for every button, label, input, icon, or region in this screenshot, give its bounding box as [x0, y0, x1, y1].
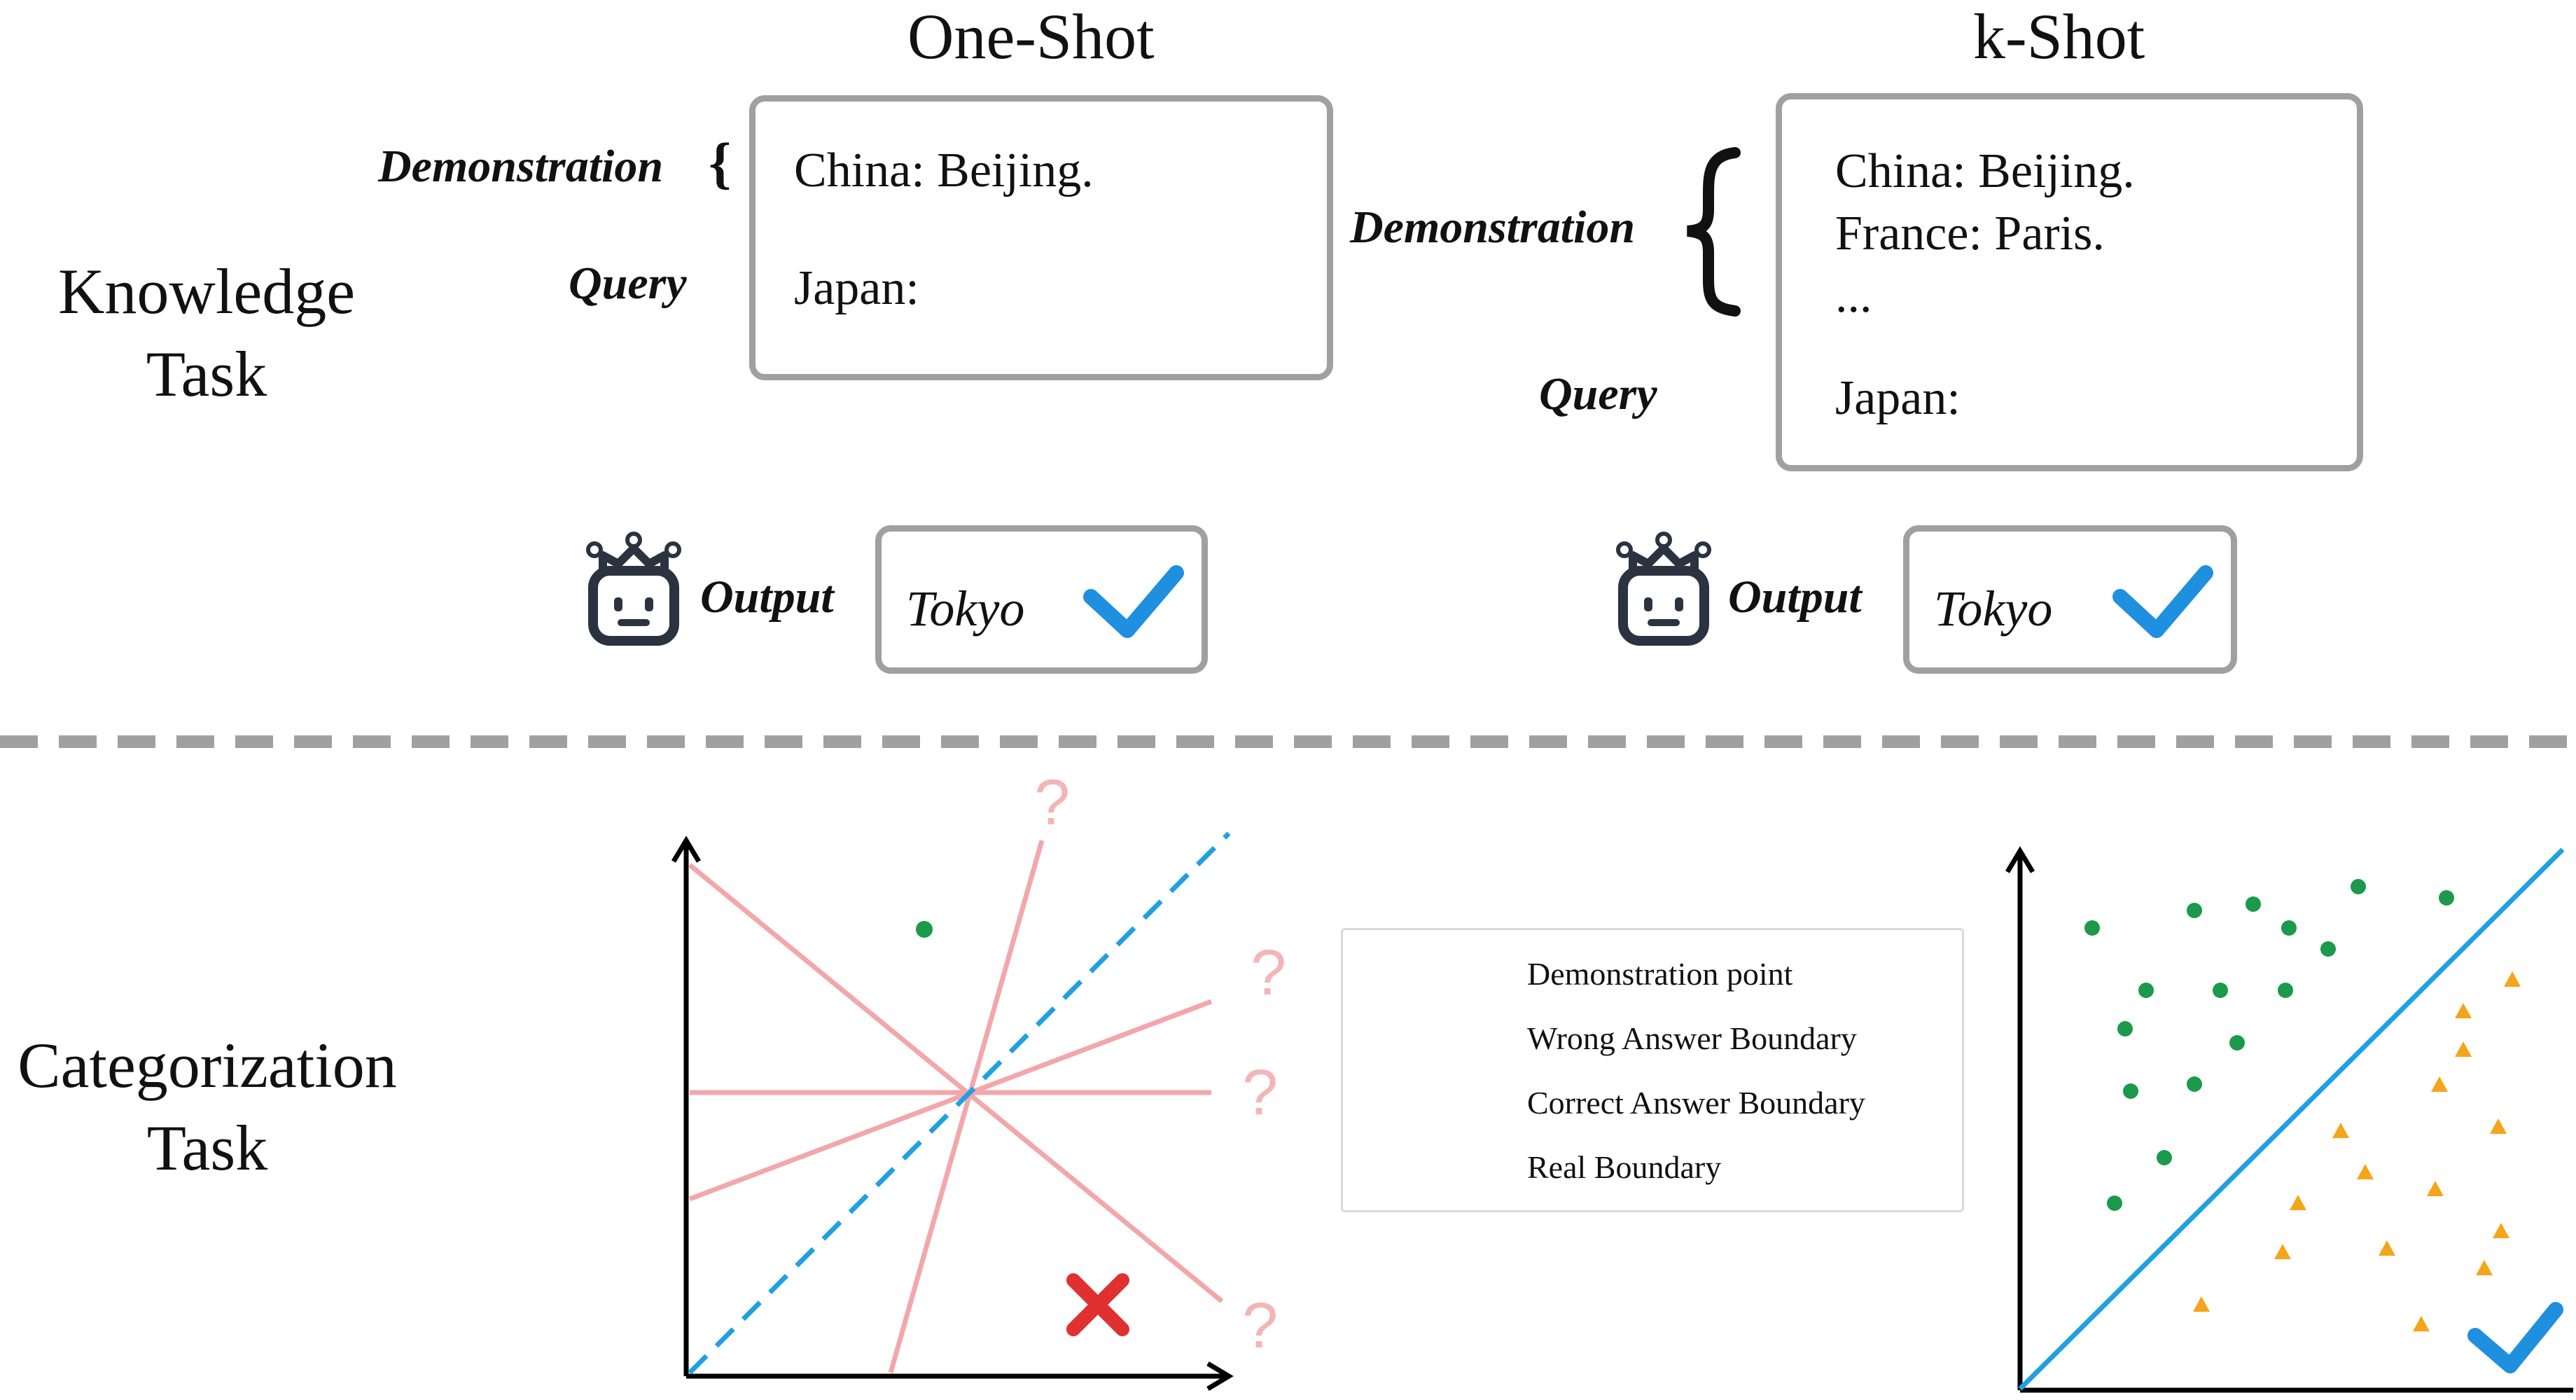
k-shot-demonstration-brace: [1687, 147, 1741, 317]
legend-label-wrong-answer-boundary: Wrong Answer Boundary: [1527, 1020, 1857, 1056]
one-shot-demonstration-brace: {: [709, 131, 732, 195]
one-shot-prompt-box: China: Beijing. Japan:: [749, 95, 1333, 380]
green-point: [2246, 896, 2261, 912]
question-mark-3: ?: [1242, 1057, 1279, 1128]
k-shot-query-label: Query: [1539, 368, 1657, 420]
green-point: [2117, 1021, 2133, 1037]
orange-triangle-point: [2504, 971, 2521, 987]
one-shot-output-label: Output: [700, 571, 834, 623]
green-point: [2351, 879, 2366, 894]
categorization-task-line2: Task: [146, 1112, 268, 1184]
left-x-axis-arrow: [1206, 1361, 1234, 1392]
left-y-axis-arrow: [671, 836, 702, 863]
correct-boundary-line: [2018, 847, 2565, 1391]
one-shot-demonstration-label: Demonstration: [378, 141, 664, 192]
knowledge-task-label: Knowledge Task: [28, 250, 385, 415]
orange-demonstration-points: [2193, 971, 2521, 1331]
green-point: [2123, 1083, 2138, 1099]
legend-label-demonstration-point: Demonstration point: [1527, 956, 1793, 992]
orange-triangle-point: [2290, 1195, 2306, 1210]
orange-triangle-point: [2431, 1076, 2448, 1092]
green-point: [2157, 1150, 2172, 1165]
orange-triangle-point: [2413, 1316, 2430, 1331]
legend: Demonstration point Wrong Answer Boundar…: [1341, 928, 1964, 1212]
orange-triangle-point: [2379, 1240, 2395, 1256]
k-shot-query-text: Japan:: [1835, 371, 1961, 425]
k-shot-demonstration-label: Demonstration: [1350, 202, 1636, 253]
green-point: [2229, 1035, 2245, 1051]
orange-triangle-point: [2493, 1223, 2509, 1238]
green-point: [2187, 903, 2202, 918]
orange-triangle-point: [2193, 1296, 2210, 1312]
k-shot-output-box: Tokyo: [1903, 525, 2237, 674]
question-mark-2: ?: [1251, 937, 1287, 1009]
green-point: [2278, 983, 2293, 998]
green-demonstration-points: [2084, 879, 2454, 1211]
right-y-axis-arrow: [2005, 846, 2035, 873]
k-shot-demo-line-3: ...: [1835, 269, 1872, 323]
legend-label-real-boundary: Real Boundary: [1527, 1149, 1722, 1185]
one-shot-demo-text: China: Beijing.: [794, 144, 1094, 197]
categorization-task-label: Categorization Task: [0, 1024, 415, 1189]
orange-triangle-point: [2332, 1123, 2349, 1138]
k-shot-plot-check-icon: [2467, 1302, 2563, 1373]
k-shot-prompt-box: China: Beijing. France: Paris. ... Japan…: [1776, 93, 2363, 471]
green-point: [2084, 920, 2100, 936]
k-shot-demo-line-1: China: Beijing.: [1835, 144, 2135, 198]
wrong-x-icon: [1066, 1273, 1129, 1336]
k-shot-title: k-Shot: [1973, 1, 2145, 72]
wrong-boundary-line-1: [688, 863, 1224, 1303]
k-shot-plot: [2005, 846, 2573, 1393]
k-shot-demo-line-2: France: Paris.: [1835, 207, 2105, 261]
question-mark-1: ?: [1034, 767, 1071, 838]
k-shot-robot-icon: [1616, 532, 1711, 646]
green-point: [2281, 920, 2297, 936]
demonstration-point: [916, 921, 933, 938]
one-shot-query-text: Japan:: [794, 261, 919, 315]
categorization-task-line1: Categorization: [18, 1030, 397, 1101]
green-point: [2138, 983, 2154, 998]
orange-triangle-point: [2357, 1164, 2374, 1179]
orange-triangle-point: [2455, 1003, 2472, 1018]
k-shot-output-label: Output: [1728, 571, 1862, 623]
real-boundary-line: [688, 831, 1231, 1375]
one-shot-output-value: Tokyo: [906, 581, 1025, 637]
orange-triangle-point: [2427, 1181, 2444, 1196]
one-shot-plot: [671, 831, 1234, 1392]
orange-triangle-point: [2476, 1260, 2493, 1275]
knowledge-task-line1: Knowledge: [57, 256, 356, 327]
orange-triangle-point: [2274, 1244, 2291, 1259]
green-point: [2439, 890, 2454, 906]
green-point: [2213, 983, 2228, 998]
orange-triangle-point: [2455, 1041, 2472, 1057]
wrong-boundary-line-3: [688, 999, 1213, 1202]
green-point: [2187, 1076, 2202, 1092]
one-shot-output-box: Tokyo: [875, 525, 1208, 674]
question-mark-4: ?: [1242, 1290, 1279, 1361]
one-shot-query-label: Query: [569, 258, 687, 309]
one-shot-title: One-Shot: [907, 1, 1155, 72]
legend-label-correct-answer-boundary: Correct Answer Boundary: [1527, 1085, 1865, 1121]
k-shot-output-value: Tokyo: [1934, 581, 2053, 637]
green-point: [2320, 941, 2336, 957]
green-point: [2107, 1195, 2122, 1211]
one-shot-robot-icon: [586, 532, 681, 646]
orange-triangle-point: [2490, 1118, 2507, 1134]
wrong-boundary-line-2: [888, 840, 1045, 1373]
knowledge-task-line2: Task: [146, 338, 267, 410]
